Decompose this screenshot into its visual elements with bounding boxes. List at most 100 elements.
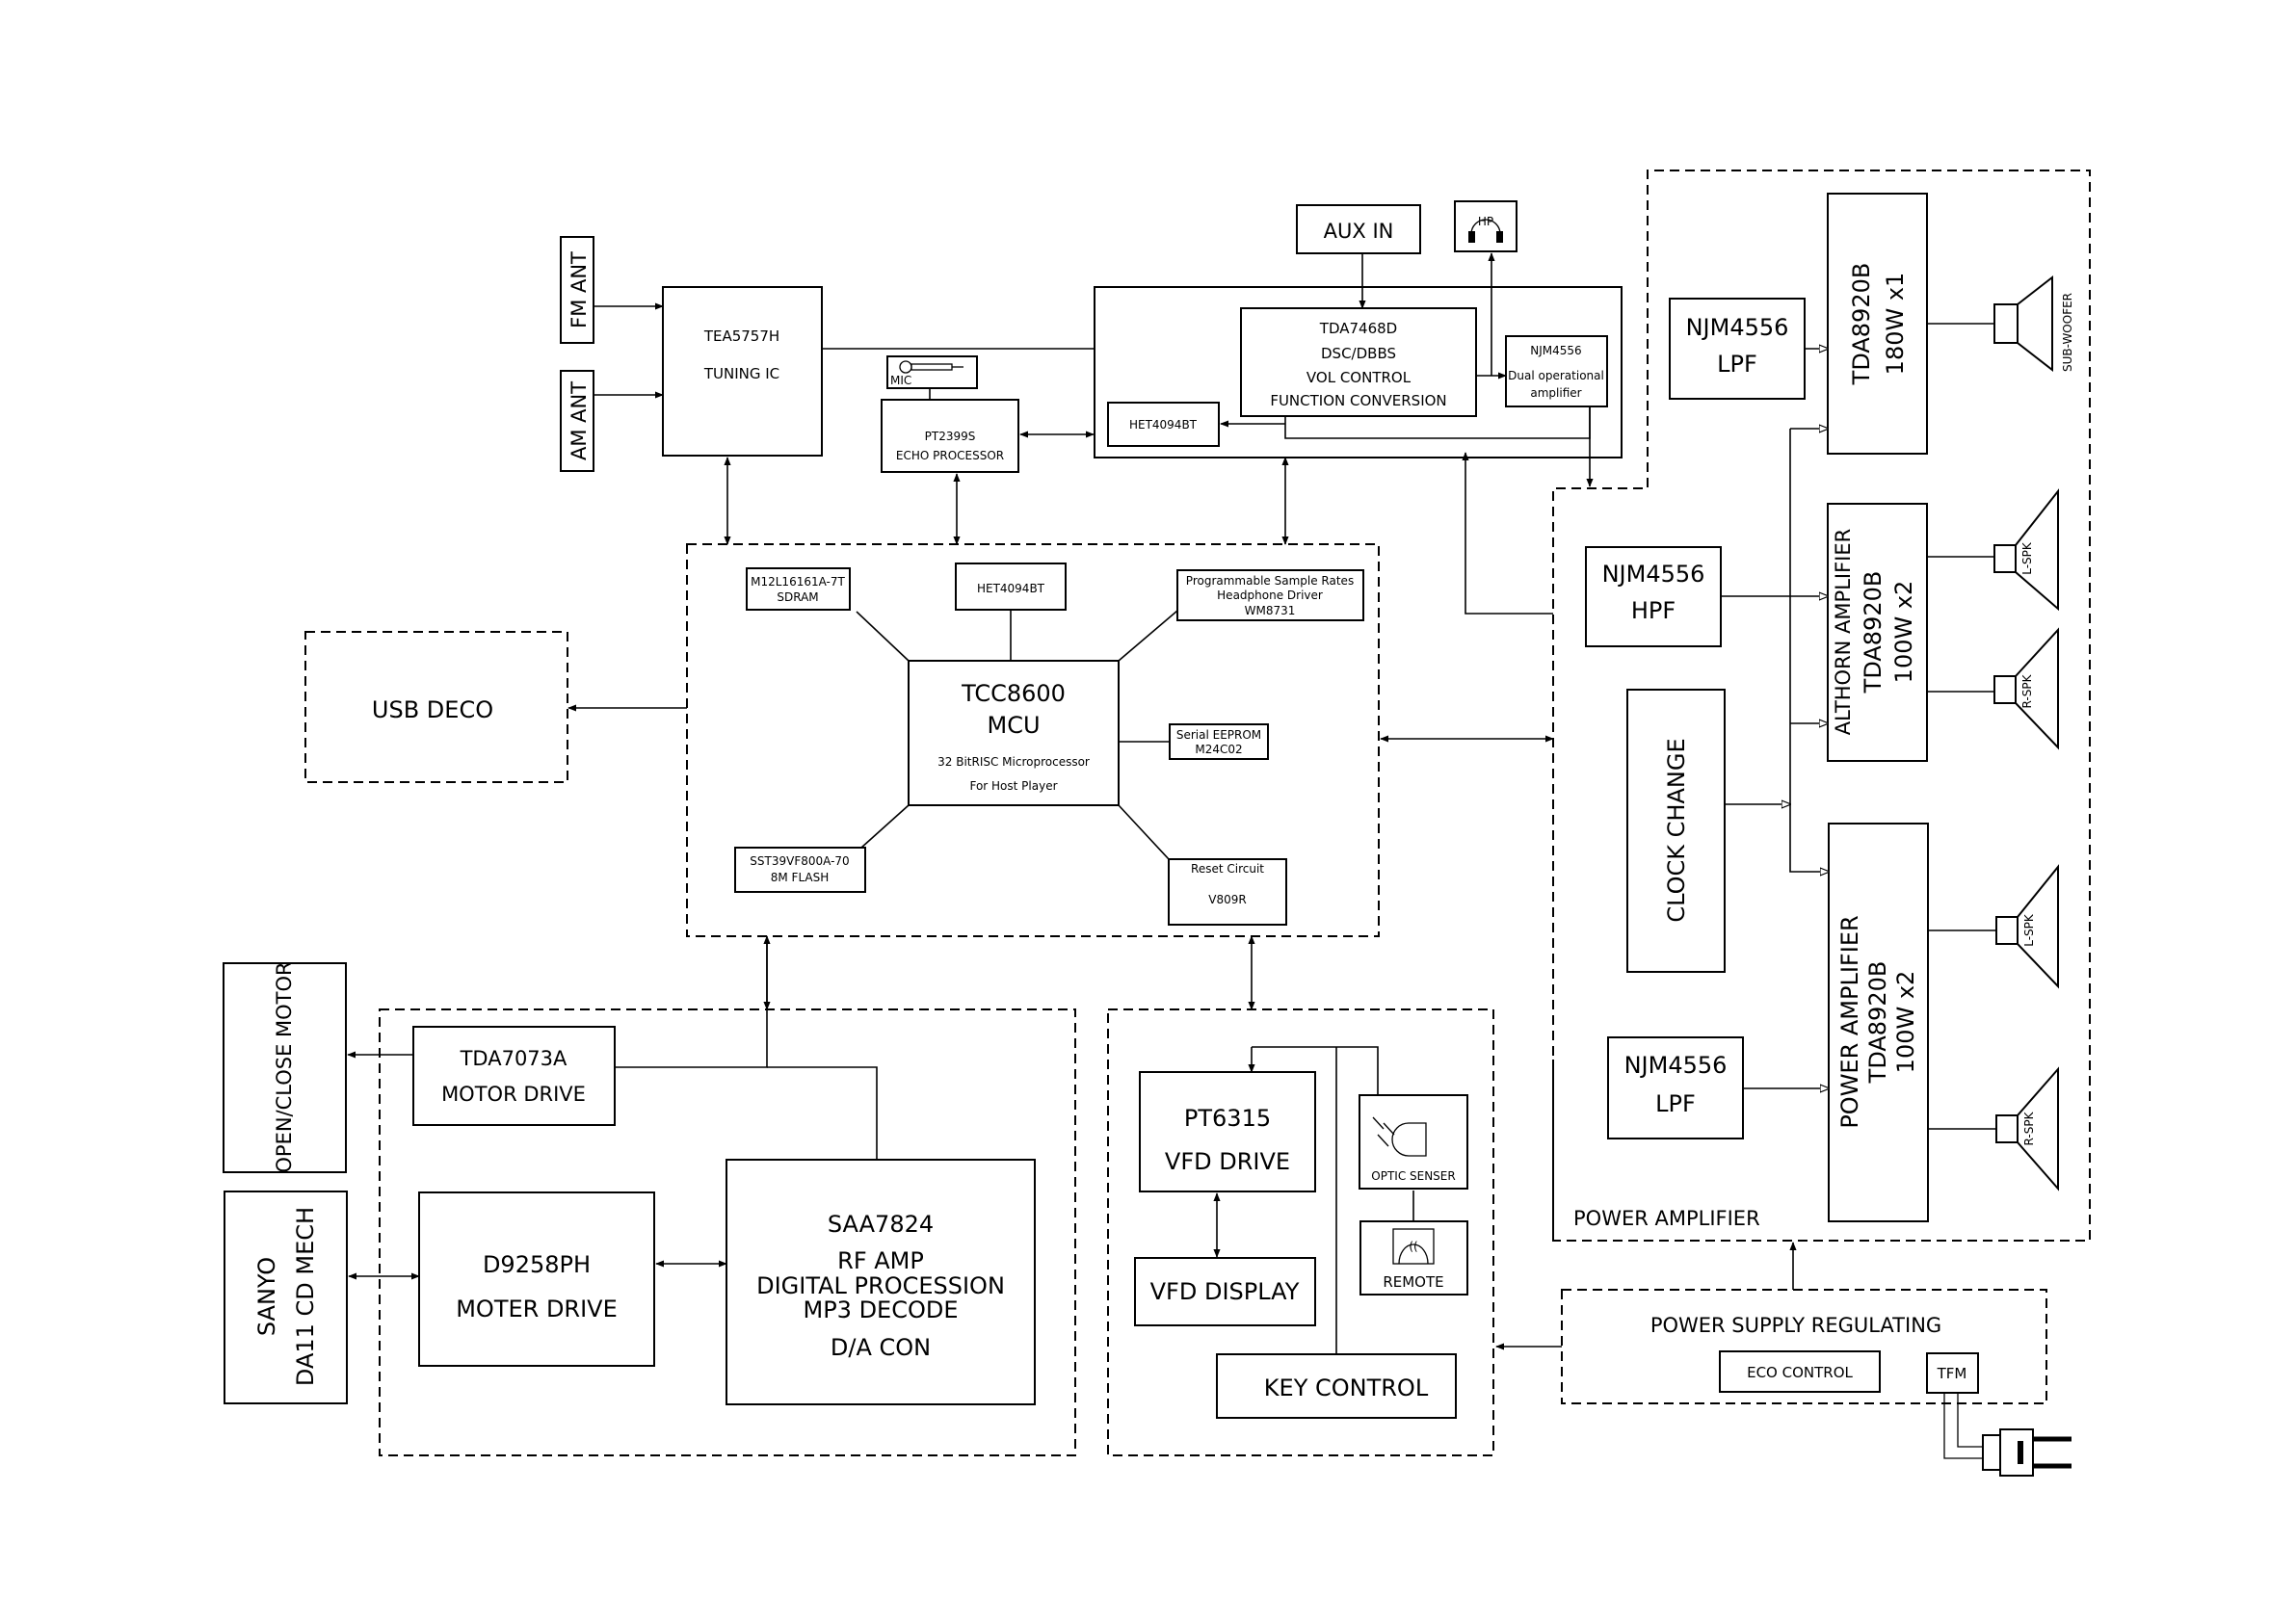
svg-text:100W x2: 100W x2: [1890, 581, 1917, 684]
svg-text:Serial EEPROM: Serial EEPROM: [1176, 728, 1261, 742]
svg-text:VFD DISPLAY: VFD DISPLAY: [1150, 1278, 1300, 1305]
svg-text:MOTOR DRIVE: MOTOR DRIVE: [441, 1083, 586, 1106]
svg-text:MOTER DRIVE: MOTER DRIVE: [456, 1296, 618, 1322]
l-speaker-1: L-SPK: [1993, 488, 2059, 612]
svg-text:DIGITAL PROCESSION: DIGITAL PROCESSION: [756, 1272, 1005, 1299]
tda-njm-return-wire: [1284, 406, 1591, 439]
svg-text:TDA7468D: TDA7468D: [1319, 320, 1397, 337]
svg-text:LPF: LPF: [1655, 1090, 1696, 1117]
svg-text:POWER AMPLIFIER: POWER AMPLIFIER: [1836, 915, 1863, 1128]
svg-text:HP: HP: [1478, 215, 1493, 228]
aux-in-block: AUX IN: [1296, 204, 1421, 254]
power-supply-group: POWER SUPPLY REGULATING ECO CONTROL TFM: [1561, 1289, 2047, 1404]
tuning-ic-block: TEA5757H TUNING IC: [662, 286, 823, 457]
svg-text:DA11 CD MECH: DA11 CD MECH: [292, 1207, 319, 1386]
tfm-block: TFM: [1926, 1352, 1979, 1394]
subwoofer-speaker: SUB-WOOFER: [1993, 275, 2074, 373]
speaker-icon: [1993, 275, 2053, 373]
svg-text:L-SPK: L-SPK: [2022, 913, 2036, 947]
svg-text:For Host Player: For Host Player: [969, 779, 1057, 793]
flash-wire: [860, 804, 910, 849]
optic-sensor-icon: [1372, 1116, 1427, 1157]
mic-block: MIC: [886, 355, 978, 389]
svg-text:TDA8920B: TDA8920B: [1864, 961, 1891, 1085]
svg-text:Programmable Sample Rates: Programmable Sample Rates: [1186, 574, 1354, 588]
sdram-block: M12L16161A-7T SDRAM: [746, 567, 851, 611]
key-control-block: KEY CONTROL: [1216, 1353, 1457, 1419]
tda8920b-althorn-amp: ALTHORN AMPLIFIER TDA8920B 100W x2: [1827, 503, 1928, 762]
remote-icon: ((: [1392, 1228, 1435, 1265]
svg-text:NJM4556: NJM4556: [1624, 1052, 1728, 1079]
svg-text:ECHO PROCESSOR: ECHO PROCESSOR: [896, 449, 1004, 462]
svg-text:100W x2: 100W x2: [1892, 971, 1919, 1074]
svg-text:TUNING IC: TUNING IC: [703, 365, 779, 382]
svg-text:MIC: MIC: [890, 374, 911, 387]
d9258ph-block: D9258PH MOTER DRIVE: [418, 1191, 655, 1367]
fm-antenna: FM ANT: [560, 236, 594, 344]
svg-text:FM ANT: FM ANT: [567, 251, 591, 328]
svg-text:NJM4556: NJM4556: [1686, 314, 1789, 341]
svg-text:ALTHORN AMPLIFIER: ALTHORN AMPLIFIER: [1832, 529, 1855, 735]
svg-text:M24C02: M24C02: [1195, 743, 1242, 756]
mcu-to-optic-wire: [1252, 1046, 1379, 1095]
front-panel-group: PT6315 VFD DRIVE VFD DISPLAY OPTIC SENSE…: [1107, 1008, 1494, 1456]
microphone-icon: [899, 360, 963, 374]
tda7073a-block: TDA7073A MOTOR DRIVE: [412, 1026, 616, 1126]
svg-text:((: ((: [1409, 1240, 1417, 1253]
eco-control-block: ECO CONTROL: [1719, 1350, 1881, 1393]
svg-text:M12L16161A-7T: M12L16161A-7T: [751, 575, 845, 589]
cd-mech-block: SANYO DA11 CD MECH: [224, 1191, 348, 1404]
svg-text:POWER SUPPLY REGULATING: POWER SUPPLY REGULATING: [1650, 1314, 1941, 1337]
svg-text:R-SPK: R-SPK: [2020, 673, 2034, 708]
r-speaker-2: R-SPK: [1995, 1066, 2059, 1191]
mcu-to-saa-wire: [767, 1066, 878, 1160]
svg-text:VFD DRIVE: VFD DRIVE: [1165, 1148, 1290, 1175]
svg-text:REMOTE: REMOTE: [1383, 1273, 1443, 1291]
njm4556-lpf-bottom-block: NJM4556 LPF: [1607, 1036, 1744, 1139]
svg-text:KEY CONTROL: KEY CONTROL: [1264, 1374, 1429, 1401]
svg-text:180W x1: 180W x1: [1882, 273, 1909, 376]
svg-text:NJM4556: NJM4556: [1602, 561, 1705, 588]
svg-text:V809R: V809R: [1208, 893, 1246, 906]
clock-change-block: CLOCK CHANGE: [1626, 689, 1726, 973]
svg-text:ECO CONTROL: ECO CONTROL: [1747, 1364, 1853, 1381]
svg-text:SDRAM: SDRAM: [777, 590, 818, 604]
svg-text:LPF: LPF: [1717, 351, 1757, 378]
power-plug-icon: [1943, 1393, 2072, 1477]
am-antenna: AM ANT: [560, 370, 594, 472]
reset-circuit-block: Reset Circuit V809R: [1168, 858, 1287, 926]
svg-text:AM ANT: AM ANT: [567, 381, 591, 460]
svg-text:PT2399S: PT2399S: [925, 430, 976, 443]
echo-processor-block: PT2399S ECHO PROCESSOR: [881, 399, 1019, 473]
r-speaker-1: R-SPK: [1993, 627, 2059, 750]
headphone-jack: HP: [1454, 200, 1517, 252]
svg-text:OPTIC SENSER: OPTIC SENSER: [1371, 1169, 1455, 1183]
njm4556-dual-op-amp-block: NJM4556 Dual operational amplifier: [1505, 335, 1608, 407]
het4094bt-audio-block: HET4094BT: [1107, 402, 1220, 447]
audio-to-power-amp-wire: [1465, 458, 1553, 615]
svg-text:HET4094BT: HET4094BT: [977, 582, 1045, 595]
svg-text:TDA8920B: TDA8920B: [1860, 571, 1887, 694]
open-close-motor-block: OPEN/CLOSE MOTOR: [223, 961, 347, 1173]
wm8731-block: Programmable Sample Rates Headphone Driv…: [1176, 569, 1364, 621]
tda8920b-power-amp: POWER AMPLIFIER TDA8920B 100W x2: [1828, 823, 1929, 1222]
pt6315-block: PT6315 VFD DRIVE: [1139, 1071, 1316, 1192]
headphone-icon: [1468, 219, 1503, 243]
sdram-wire: [856, 611, 910, 662]
clock-to-power-amp-wire: [1789, 804, 1829, 872]
mcu-to-tda7073-wire: [615, 938, 768, 1068]
svg-text:FUNCTION CONVERSION: FUNCTION CONVERSION: [1270, 392, 1446, 409]
svg-text:TFM: TFM: [1937, 1365, 1967, 1382]
mcu-group: M12L16161A-7T SDRAM HET4094BT Programmab…: [686, 543, 1380, 937]
audio-processor-group: TDA7468D DSC/DBBS VOL CONTROL FUNCTION C…: [1094, 286, 1623, 487]
svg-text:SAA7824: SAA7824: [828, 1211, 934, 1238]
het4094bt-mcu-block: HET4094BT: [955, 563, 1067, 611]
svg-text:CLOCK CHANGE: CLOCK CHANGE: [1663, 738, 1690, 922]
svg-text:PT6315: PT6315: [1184, 1105, 1271, 1132]
saa7824-block: SAA7824 RF AMP DIGITAL PROCESSION MP3 DE…: [726, 1159, 1036, 1405]
cd-servo-group: TDA7073A MOTOR DRIVE D9258PH MOTER DRIVE…: [379, 938, 1076, 1456]
speaker-icon: [1993, 488, 2059, 612]
svg-text:TDA8920B: TDA8920B: [1848, 263, 1875, 386]
svg-text:VOL CONTROL: VOL CONTROL: [1306, 369, 1412, 386]
